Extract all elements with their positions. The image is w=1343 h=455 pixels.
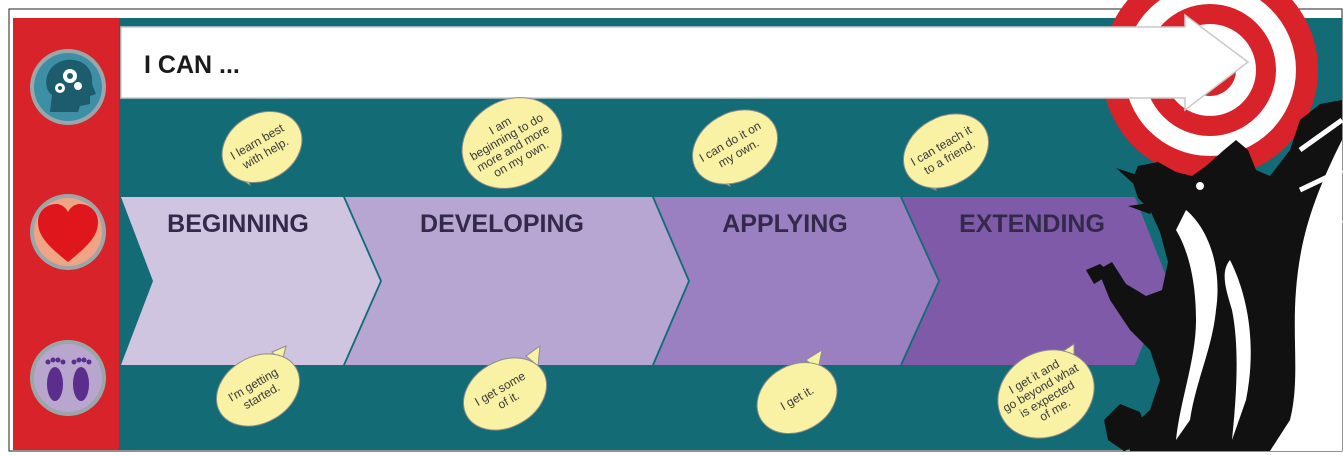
speech-bubble-bottom-applying: I get it. [756,348,838,434]
heart-icon [30,194,106,270]
speech-bubble-top-applying: I can do it on my own. [691,109,779,187]
brain-gears-icon [30,49,106,125]
speech-bubble-top-extending: I can teach it to a friend. [902,113,990,191]
speech-bubble-top-developing: I am beginning to do more and more on my… [461,97,563,189]
speech-bubble-top-beginning: I learn best with help. [221,111,303,187]
speech-bubble-bottom-developing: I get some of it. [462,344,548,431]
stage-label-developing: DEVELOPING [420,210,584,238]
chevron-extending: EXTENDING [902,197,1168,365]
footprints-icon [30,340,106,416]
dragon-icon [1086,100,1343,451]
speech-bubble-bottom-extending: I get it and go beyond what is expected … [997,343,1095,439]
speech-bubble-bottom-beginning: I'm getting started. [215,345,301,427]
stage-label-beginning: BEGINNING [167,210,309,238]
chevron-applying: APPLYING [654,197,938,365]
banner-title: I CAN ... [144,51,240,79]
stage-label-extending: EXTENDING [959,210,1105,238]
stage-label-applying: APPLYING [722,210,848,238]
chevron-developing: DEVELOPING [345,197,688,365]
chevron-beginning: BEGINNING [121,197,380,365]
i-can-banner: I CAN ... [120,13,1250,112]
